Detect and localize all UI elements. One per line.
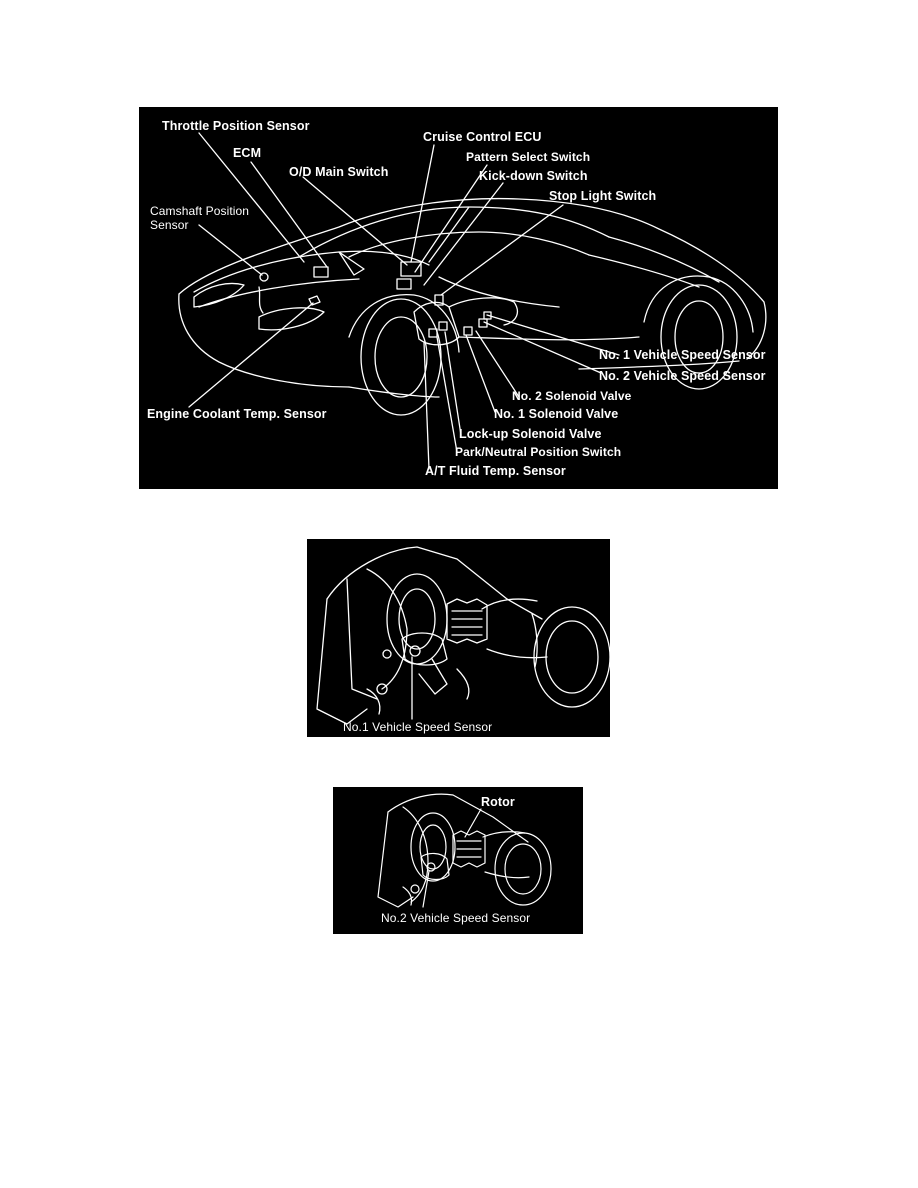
label-lockup-solenoid-valve: Lock-up Solenoid Valve [459, 427, 602, 441]
label-at-fluid-temp-sensor: A/T Fluid Temp. Sensor [425, 464, 566, 478]
label-camshaft-position-sensor: Camshaft Position [150, 204, 250, 218]
label-no1-vehicle-speed-sensor-detail: No.1 Vehicle Speed Sensor [343, 720, 493, 734]
label-no1-solenoid-valve: No. 1 Solenoid Valve [494, 407, 619, 421]
car-line-drawing [178, 132, 767, 470]
label-od-main-switch: O/D Main Switch [289, 165, 389, 179]
vss2-diagram: Rotor No.2 Vehicle Speed Sensor [333, 787, 583, 934]
label-cruise-control-ecu: Cruise Control ECU [423, 130, 542, 144]
label-engine-coolant-temp-sensor: Engine Coolant Temp. Sensor [147, 407, 327, 421]
transmission-drawing-2 [377, 793, 552, 908]
label-kick-down-switch: Kick-down Switch [479, 169, 588, 183]
label-throttle-position-sensor: Throttle Position Sensor [162, 119, 310, 133]
label-no2-solenoid-valve: No. 2 Solenoid Valve [512, 389, 632, 403]
label-ecm: ECM [233, 146, 262, 160]
transmission-drawing-1 [316, 546, 610, 725]
label-camshaft-position-sensor-line2: Sensor [150, 218, 189, 232]
label-no1-vehicle-speed-sensor: No. 1 Vehicle Speed Sensor [599, 348, 766, 362]
label-pattern-select-switch: Pattern Select Switch [466, 150, 591, 164]
component-location-diagram: Throttle Position Sensor ECM O/D Main Sw… [139, 107, 778, 489]
label-no2-vehicle-speed-sensor: No. 2 Vehicle Speed Sensor [599, 369, 766, 383]
label-stop-light-switch: Stop Light Switch [549, 189, 657, 203]
vss1-diagram: No.1 Vehicle Speed Sensor [307, 539, 610, 737]
label-rotor: Rotor [481, 795, 515, 809]
label-park-neutral-position-switch: Park/Neutral Position Switch [455, 445, 622, 459]
label-no2-vehicle-speed-sensor-detail: No.2 Vehicle Speed Sensor [381, 911, 531, 925]
